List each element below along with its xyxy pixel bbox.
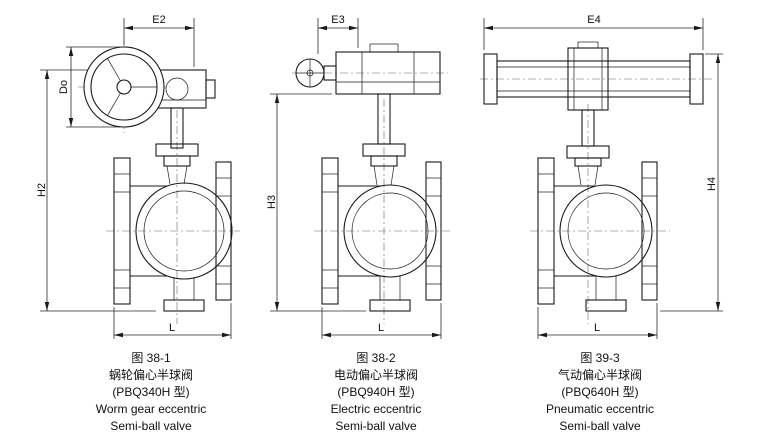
figure-number: 图 39-3 — [580, 351, 620, 365]
figure-caption: 图 38-1 蜗轮偏心半球阀 (PBQ340H 型) Worm gear ecc… — [36, 350, 266, 435]
dimension-L: L — [321, 303, 442, 339]
valve-model: (PBQ340H 型) — [112, 385, 190, 399]
valve-model: (PBQ640H 型) — [561, 385, 639, 399]
dimension-Do: Do — [58, 46, 120, 128]
centerlines — [480, 78, 712, 324]
valve-name-en-1: Pneumatic eccentric — [545, 402, 655, 416]
dim-label-H2: H2 — [36, 183, 48, 197]
dimension-H3: H3 — [266, 93, 366, 312]
valve-body — [537, 157, 658, 312]
valve-model: (PBQ940H 型) — [337, 385, 415, 399]
dimension-L: L — [537, 303, 658, 339]
valve-name-cn: 气动偏心半球阀 — [557, 368, 642, 382]
handwheel — [83, 46, 165, 128]
dim-label-Do: Do — [58, 80, 70, 94]
figure-pneumatic-valve: E4 H4 — [470, 4, 730, 435]
valve-name-en-2: Semi-ball valve — [559, 419, 641, 433]
figure-caption: 图 38-2 电动偏心半球阀 (PBQ940H 型) Electric ecce… — [266, 350, 486, 435]
stem-bonnet — [155, 107, 199, 185]
stem-bonnet — [566, 109, 610, 186]
dim-label-H3: H3 — [266, 195, 278, 209]
worm-gear-valve-drawing: E2 Do H2 — [36, 14, 240, 339]
valve-name-en-2: Semi-ball valve — [110, 419, 192, 433]
electric-actuator — [295, 43, 441, 95]
pneumatic-actuator — [483, 41, 704, 111]
dim-label-L: L — [378, 322, 384, 334]
dimension-H4: H4 — [660, 53, 723, 312]
dimension-L: L — [113, 303, 232, 339]
dimension-E2: E2 — [123, 14, 195, 67]
valve-name-en-1: Electric eccentric — [330, 402, 422, 416]
valve-name-en-1: Worm gear eccentric — [95, 402, 207, 416]
dim-label-E2: E2 — [152, 14, 165, 26]
dim-label-E4: E4 — [587, 14, 600, 26]
figure-worm-gear-valve: E2 Do H2 — [36, 4, 266, 435]
figure-caption: 图 39-3 气动偏心半球阀 (PBQ640H 型) Pneumatic ecc… — [470, 350, 730, 435]
figure-number: 图 38-2 — [356, 351, 396, 365]
centerlines — [292, 72, 452, 324]
dim-label-E3: E3 — [331, 14, 344, 26]
dimension-E4: E4 — [483, 14, 704, 50]
valve-name-cn: 蜗轮偏心半球阀 — [108, 368, 193, 382]
valve-body — [321, 157, 442, 312]
figure-electric-valve: E3 H3 — [266, 4, 486, 435]
valve-name-en-2: Semi-ball valve — [335, 419, 417, 433]
dim-label-H4: H4 — [706, 177, 718, 191]
figure-number: 图 38-1 — [131, 351, 171, 365]
valve-body — [113, 157, 233, 312]
electric-valve-drawing: E3 H3 — [266, 14, 452, 339]
dim-label-L: L — [169, 322, 175, 334]
dim-label-L: L — [594, 322, 600, 334]
pneumatic-valve-drawing: E4 H4 — [480, 14, 723, 339]
stem-bonnet — [362, 93, 406, 186]
valve-name-cn: 电动偏心半球阀 — [333, 368, 418, 382]
dimension-E3: E3 — [317, 14, 359, 54]
